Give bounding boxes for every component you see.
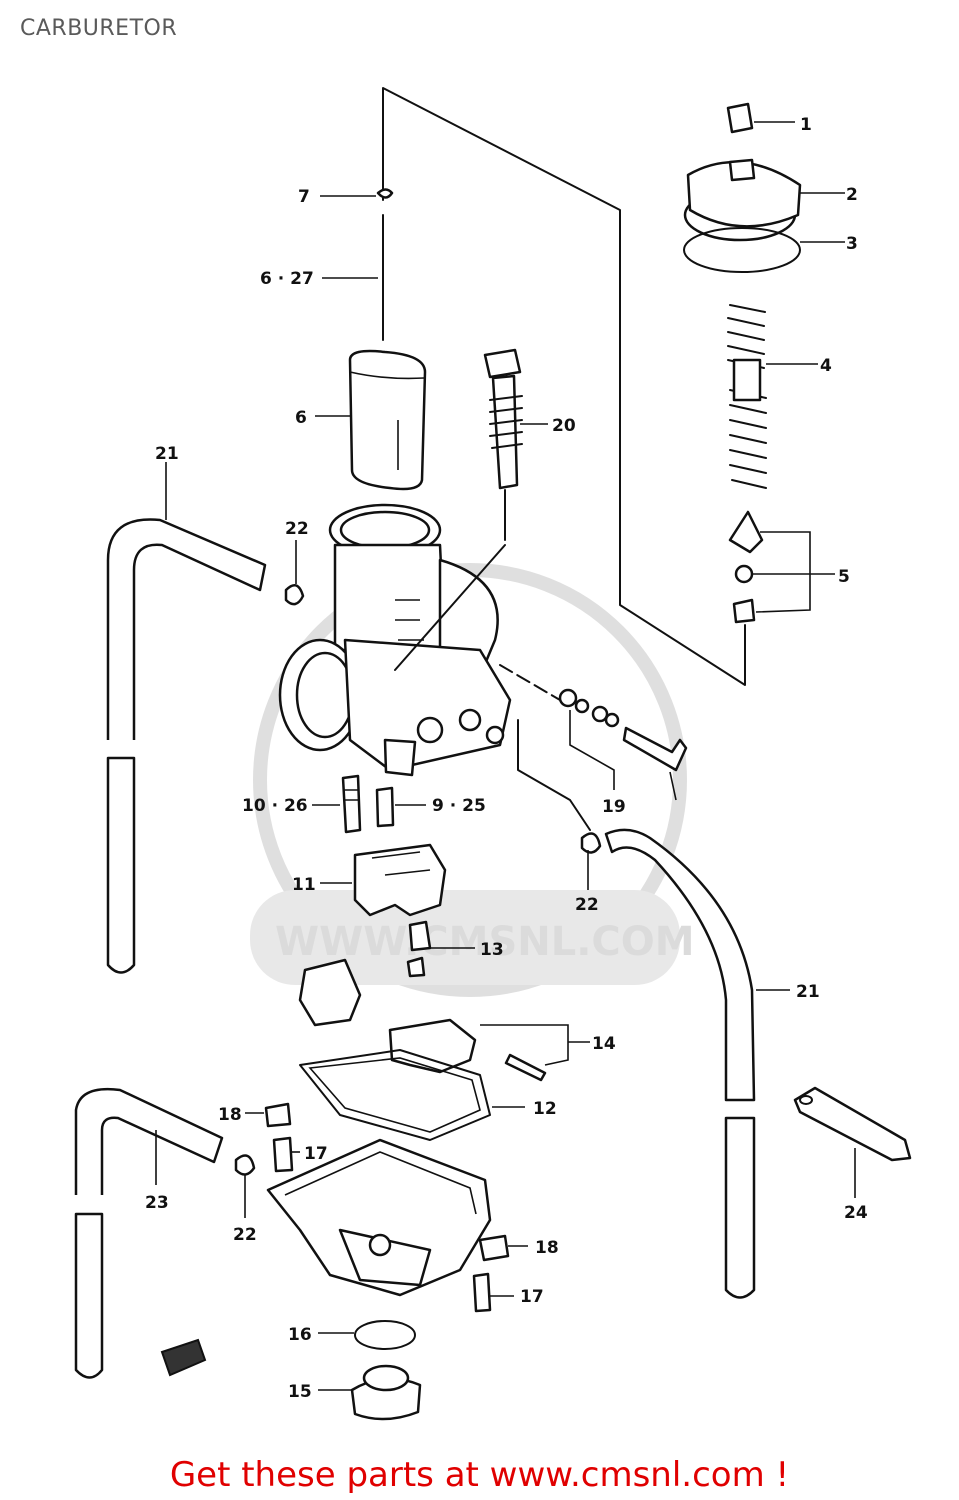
watermark-text: WWW.CMSNL.COM — [275, 919, 695, 965]
part-15-bowl-cap — [318, 1364, 422, 1421]
part-19-linkage-line — [499, 664, 591, 831]
callout-18-upper: 18 — [218, 1105, 242, 1125]
callout-20: 20 — [552, 416, 576, 436]
callout-22-lower: 22 — [233, 1225, 257, 1245]
callout-15: 15 — [288, 1382, 312, 1402]
part-7-clip — [320, 188, 394, 199]
callout-13: 13 — [480, 940, 504, 960]
part-10-26-main-jet — [312, 774, 362, 834]
callout-18-lower: 18 — [535, 1238, 559, 1258]
callout-22-top: 22 — [285, 519, 309, 539]
callout-16: 16 — [288, 1325, 312, 1345]
part-6-throttle-valve — [315, 349, 427, 491]
callout-4: 4 — [820, 356, 832, 376]
part-16-bowl-o-ring — [318, 1320, 416, 1350]
part-5-needle-clip-set — [728, 510, 835, 624]
callout-5: 5 — [838, 567, 850, 587]
callout-7: 7 — [298, 187, 310, 207]
part-3-o-ring — [683, 227, 845, 273]
callout-24: 24 — [844, 1203, 868, 1223]
part-4-spring — [727, 304, 818, 489]
part-12-gasket — [299, 1049, 525, 1141]
part-22-hose-clip-c — [234, 1154, 256, 1218]
part-13-needle-valve — [406, 920, 475, 978]
callout-6-27: 6 · 27 — [260, 269, 314, 289]
part-18-drain-plug-a — [245, 1102, 292, 1128]
callout-10-26: 10 · 26 — [242, 796, 308, 816]
callout-23: 23 — [145, 1193, 169, 1213]
part-22-hose-clip-b — [580, 832, 602, 890]
carburetor-body — [278, 503, 512, 777]
part-1-cap-nut — [726, 102, 795, 134]
callout-2: 2 — [846, 185, 858, 205]
part-23-overflow-tube — [74, 1087, 224, 1379]
callout-22-mid: 22 — [575, 895, 599, 915]
part-17-washer-a — [272, 1136, 300, 1173]
part-20-air-screw — [483, 348, 548, 541]
callout-labels: 1 2 3 4 5 7 6 · 27 6 20 21 22 19 10 · 26… — [145, 115, 868, 1402]
callout-14: 14 — [592, 1034, 616, 1054]
callout-3: 3 — [846, 234, 858, 254]
part-17-washer-b — [472, 1272, 514, 1313]
part-18-drain-plug-b — [478, 1234, 528, 1262]
callout-9-25: 9 · 25 — [432, 796, 486, 816]
part-6-27-jet-needle — [322, 214, 384, 341]
callout-1: 1 — [800, 115, 812, 135]
callout-12: 12 — [533, 1099, 557, 1119]
part-22-hose-clip-a — [284, 540, 305, 606]
callout-21-left: 21 — [155, 444, 179, 464]
part-24-bracket — [793, 1086, 912, 1198]
footer-link-text[interactable]: Get these parts at www.cmsnl.com ! — [169, 1455, 790, 1495]
part-11-float — [320, 843, 447, 917]
float-bowl — [266, 1138, 492, 1297]
part-19-stop-screw-set — [558, 688, 688, 801]
watermark: WWW.CMSNL.COM — [250, 563, 695, 997]
callout-17-upper: 17 — [304, 1144, 328, 1164]
part-21-vent-tube-left — [106, 462, 267, 974]
small-fitting-part — [160, 1338, 207, 1377]
callout-19: 19 — [602, 797, 626, 817]
part-14-float-set — [298, 958, 590, 1082]
part-9-25-pilot-jet — [375, 786, 426, 828]
page-title: CARBURETOR — [20, 16, 178, 41]
callout-17-lower: 17 — [520, 1287, 544, 1307]
assembly-bracket-line — [382, 87, 746, 686]
part-21-vent-tube-right — [604, 828, 790, 1299]
callout-11: 11 — [292, 875, 316, 895]
callout-6: 6 — [295, 408, 307, 428]
callout-21-right: 21 — [796, 982, 820, 1002]
part-2-top-cap — [683, 158, 845, 242]
